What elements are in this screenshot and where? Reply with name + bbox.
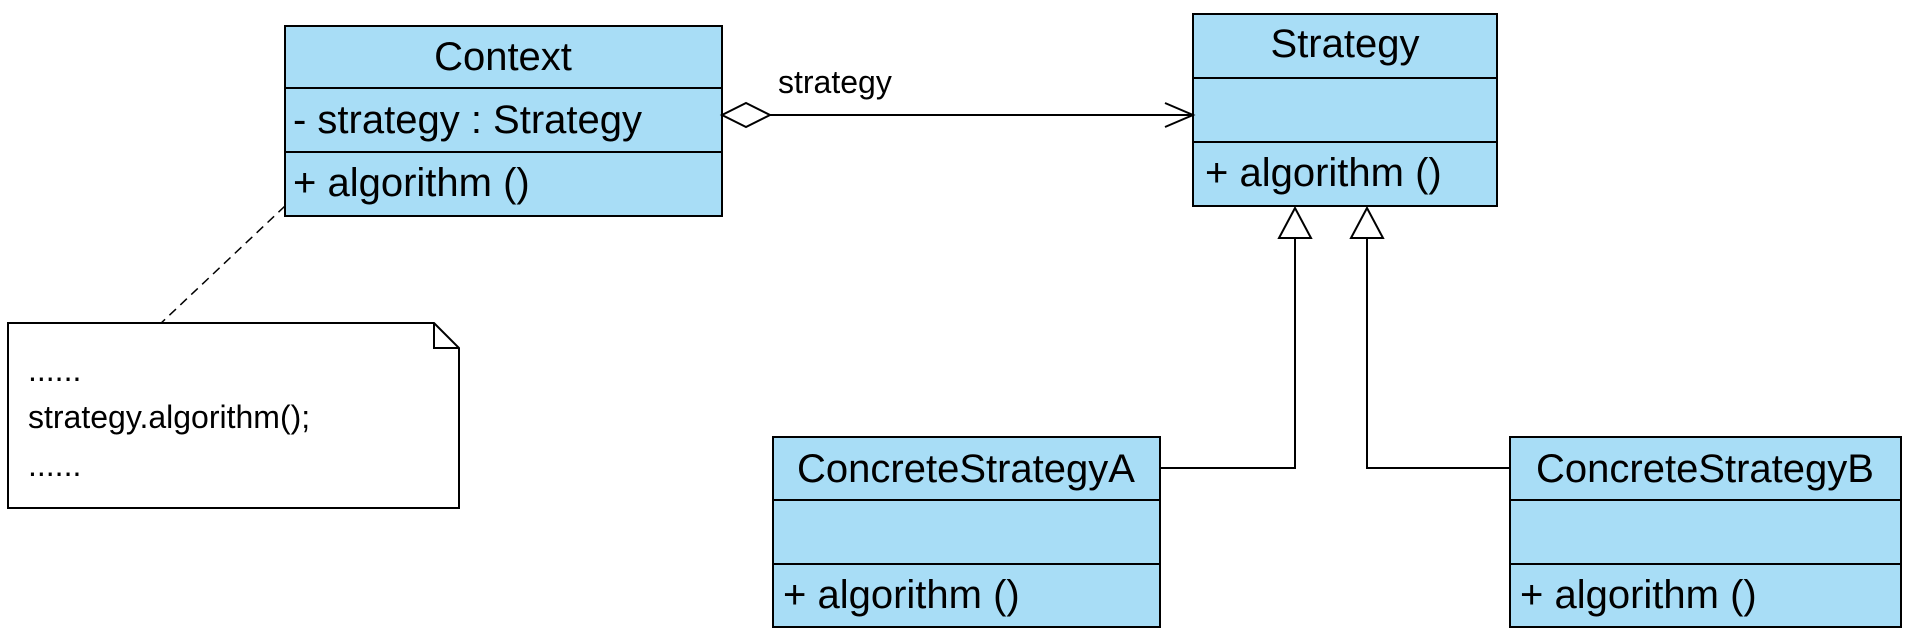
note-anchor-line bbox=[157, 205, 286, 327]
generalization-a-triangle-icon bbox=[1277, 205, 1313, 239]
note-line-3: ...... bbox=[28, 447, 81, 483]
navigability-arrowhead-icon bbox=[1164, 102, 1196, 128]
note-line-2: strategy.algorithm(); bbox=[28, 399, 310, 435]
strategy-class-box bbox=[1192, 13, 1498, 207]
generalization-a-line bbox=[1160, 238, 1296, 469]
concrete-strategy-b-class-box bbox=[1509, 436, 1902, 628]
concrete-strategy-b-class-name: ConcreteStrategyB bbox=[1536, 447, 1874, 491]
concrete-strategy-a-class-box bbox=[772, 436, 1161, 628]
generalization-a[interactable] bbox=[1160, 205, 1313, 469]
concrete-strategy-b-operation-algorithm: + algorithm () bbox=[1520, 573, 1757, 617]
strategy-operation-algorithm: + algorithm () bbox=[1205, 151, 1442, 195]
aggregation-diamond-icon bbox=[719, 101, 773, 129]
concrete-strategy-b-class[interactable]: ConcreteStrategyB + algorithm () bbox=[1509, 436, 1902, 628]
context-class-name: Context bbox=[434, 35, 572, 79]
strategy-class-name: Strategy bbox=[1271, 22, 1420, 66]
context-class[interactable]: Context - strategy : Strategy + algorith… bbox=[284, 25, 723, 217]
context-operation-algorithm: + algorithm () bbox=[293, 161, 530, 205]
generalization-b[interactable] bbox=[1349, 205, 1510, 469]
generalization-b-triangle-icon bbox=[1349, 205, 1385, 239]
note-line-1: ...... bbox=[28, 352, 81, 388]
context-attribute-strategy: - strategy : Strategy bbox=[293, 98, 642, 142]
note-fold-corner-icon bbox=[433, 323, 459, 349]
note[interactable]: ...... strategy.algorithm(); ...... bbox=[7, 205, 460, 509]
aggregation-association[interactable]: strategy bbox=[719, 64, 1196, 129]
concrete-strategy-a-class[interactable]: ConcreteStrategyA + algorithm () bbox=[772, 436, 1161, 628]
concrete-strategy-a-operation-algorithm: + algorithm () bbox=[783, 573, 1020, 617]
context-class-box bbox=[284, 25, 723, 217]
concrete-strategy-a-class-name: ConcreteStrategyA bbox=[797, 447, 1135, 491]
strategy-class[interactable]: Strategy + algorithm () bbox=[1192, 13, 1498, 207]
generalization-b-line bbox=[1366, 238, 1510, 469]
aggregation-role-label: strategy bbox=[778, 64, 892, 100]
note-box bbox=[7, 322, 460, 509]
